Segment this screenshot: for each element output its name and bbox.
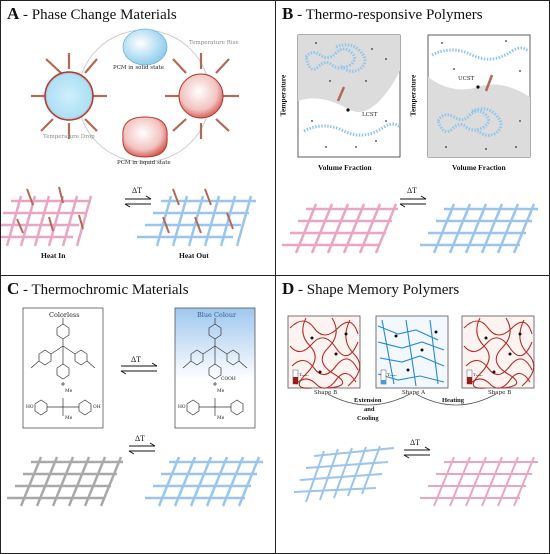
- label-ucst: UCST: [458, 76, 475, 82]
- heat-arrows: [16, 186, 234, 234]
- ucst-phase-diagram: [427, 34, 531, 158]
- molecule-colorless: [30, 318, 96, 416]
- shape-a-box-center: [375, 315, 449, 389]
- label-pcm-solid: PCM in solid state: [113, 65, 165, 71]
- equilibrium-arrows-d: [403, 446, 431, 459]
- label-temperature-rise: Temperature Rise: [189, 40, 239, 46]
- panel-d: D - Shape Memory Polymers: [276, 276, 549, 553]
- mesh-pink-b: [282, 203, 398, 254]
- mesh-grey-c: [7, 456, 123, 507]
- equilibrium-arrows-b: [399, 195, 427, 208]
- shape-b-box-left: [287, 315, 361, 389]
- pcm-melting-blob: [165, 53, 239, 139]
- label-trans-left: Tₜᵣₐₙₛ: [299, 372, 309, 377]
- label-ho-right: HO: [178, 405, 186, 410]
- delta-t-d: ΔT: [410, 438, 421, 447]
- panel-a-title-text: - Phase Change Materials: [19, 7, 177, 23]
- label-extension: Extension: [354, 397, 382, 404]
- label-ho-left: HO: [26, 405, 34, 410]
- label-temperature-drop: Temperature Drop: [43, 134, 95, 140]
- panel-c: C - Thermochromic Materials: [1, 276, 276, 553]
- pcm-heating-blob: [31, 53, 107, 139]
- label-cooling: Cooling: [357, 415, 379, 422]
- pcm-solid-blob: [122, 28, 168, 66]
- label-shape-b-right: Shape B: [488, 390, 512, 396]
- label-me-top-right: Me: [217, 389, 225, 394]
- pcm-liquid-blob: [122, 116, 168, 158]
- label-me-bottom-left: Me: [65, 416, 73, 421]
- panel-b-title-text: - Thermo-responsive Polymers: [293, 7, 483, 23]
- delta-t-b: ΔT: [407, 186, 418, 195]
- molecule-blue: [182, 318, 248, 416]
- x-label-left: Volume Fraction: [318, 163, 372, 172]
- panel-a-letter: A: [7, 4, 20, 23]
- label-cooh: COOH: [221, 377, 236, 382]
- panel-d-title: D - Shape Memory Polymers: [282, 279, 459, 299]
- panel-d-graphic: [287, 315, 538, 507]
- panel-b-letter: B: [282, 4, 294, 23]
- label-me-top-left: Me: [65, 389, 73, 394]
- panel-a: A - Phase Change Materials: [1, 1, 276, 276]
- equilibrium-arrows-c1: [120, 362, 158, 375]
- mesh-blue-c: [145, 456, 263, 507]
- equilibrium-arrows-a: [124, 195, 152, 208]
- panel-b-title: B - Thermo-responsive Polymers: [282, 4, 483, 24]
- y-label-right: Temperature: [408, 74, 418, 117]
- y-label-left: Temperature: [278, 74, 288, 117]
- label-heat-out: Heat Out: [179, 251, 209, 260]
- label-heating: Heating: [442, 397, 465, 404]
- panel-c-graphic: [7, 307, 263, 507]
- panel-d-title-text: - Shape Memory Polymers: [294, 282, 460, 298]
- label-and: and: [364, 406, 375, 413]
- panel-c-letter: C: [7, 279, 20, 298]
- label-colorless: Colorless: [49, 311, 80, 319]
- label-trans-center: Tₜᵣₐₙₛ: [387, 372, 397, 377]
- mesh-pink-heat-in: [1, 195, 93, 247]
- panel-b-graphic: [282, 34, 538, 254]
- panel-c-title-text: - Thermochromic Materials: [19, 282, 189, 298]
- panel-b: B - Thermo-responsive Polymers: [276, 1, 549, 276]
- mesh-blue-d: [293, 445, 395, 503]
- label-pcm-liquid: PCM in liquid state: [117, 160, 171, 166]
- heating-arrow: [415, 393, 497, 406]
- mesh-pink-d: [420, 456, 538, 507]
- label-lcst: LCST: [362, 112, 378, 118]
- shape-b-box-right: [461, 315, 535, 389]
- label-shape-b-left: Shape B: [314, 390, 338, 396]
- label-me-bottom-right: Me: [217, 416, 225, 421]
- panel-a-graphic: [1, 28, 256, 247]
- label-oh-left: OH: [93, 405, 101, 410]
- panel-a-title: A - Phase Change Materials: [7, 4, 177, 24]
- delta-t-a: ΔT: [132, 186, 143, 195]
- label-trans-right: Tₜᵣₐₙₛ: [473, 372, 483, 377]
- mesh-blue-b: [420, 203, 538, 254]
- panel-d-letter: D: [282, 279, 295, 298]
- extension-arrow: [327, 393, 411, 406]
- label-blue-colour: Blue Colour: [197, 311, 237, 319]
- delta-t-c1: ΔT: [131, 355, 142, 364]
- delta-t-c2: ΔT: [135, 434, 146, 443]
- label-heat-in: Heat In: [41, 251, 66, 260]
- panel-c-title: C - Thermochromic Materials: [7, 279, 189, 299]
- lcst-phase-diagram: [297, 34, 402, 158]
- x-label-right: Volume Fraction: [452, 163, 506, 172]
- label-shape-a: Shape A: [402, 390, 426, 396]
- equilibrium-arrows-c2: [128, 442, 156, 455]
